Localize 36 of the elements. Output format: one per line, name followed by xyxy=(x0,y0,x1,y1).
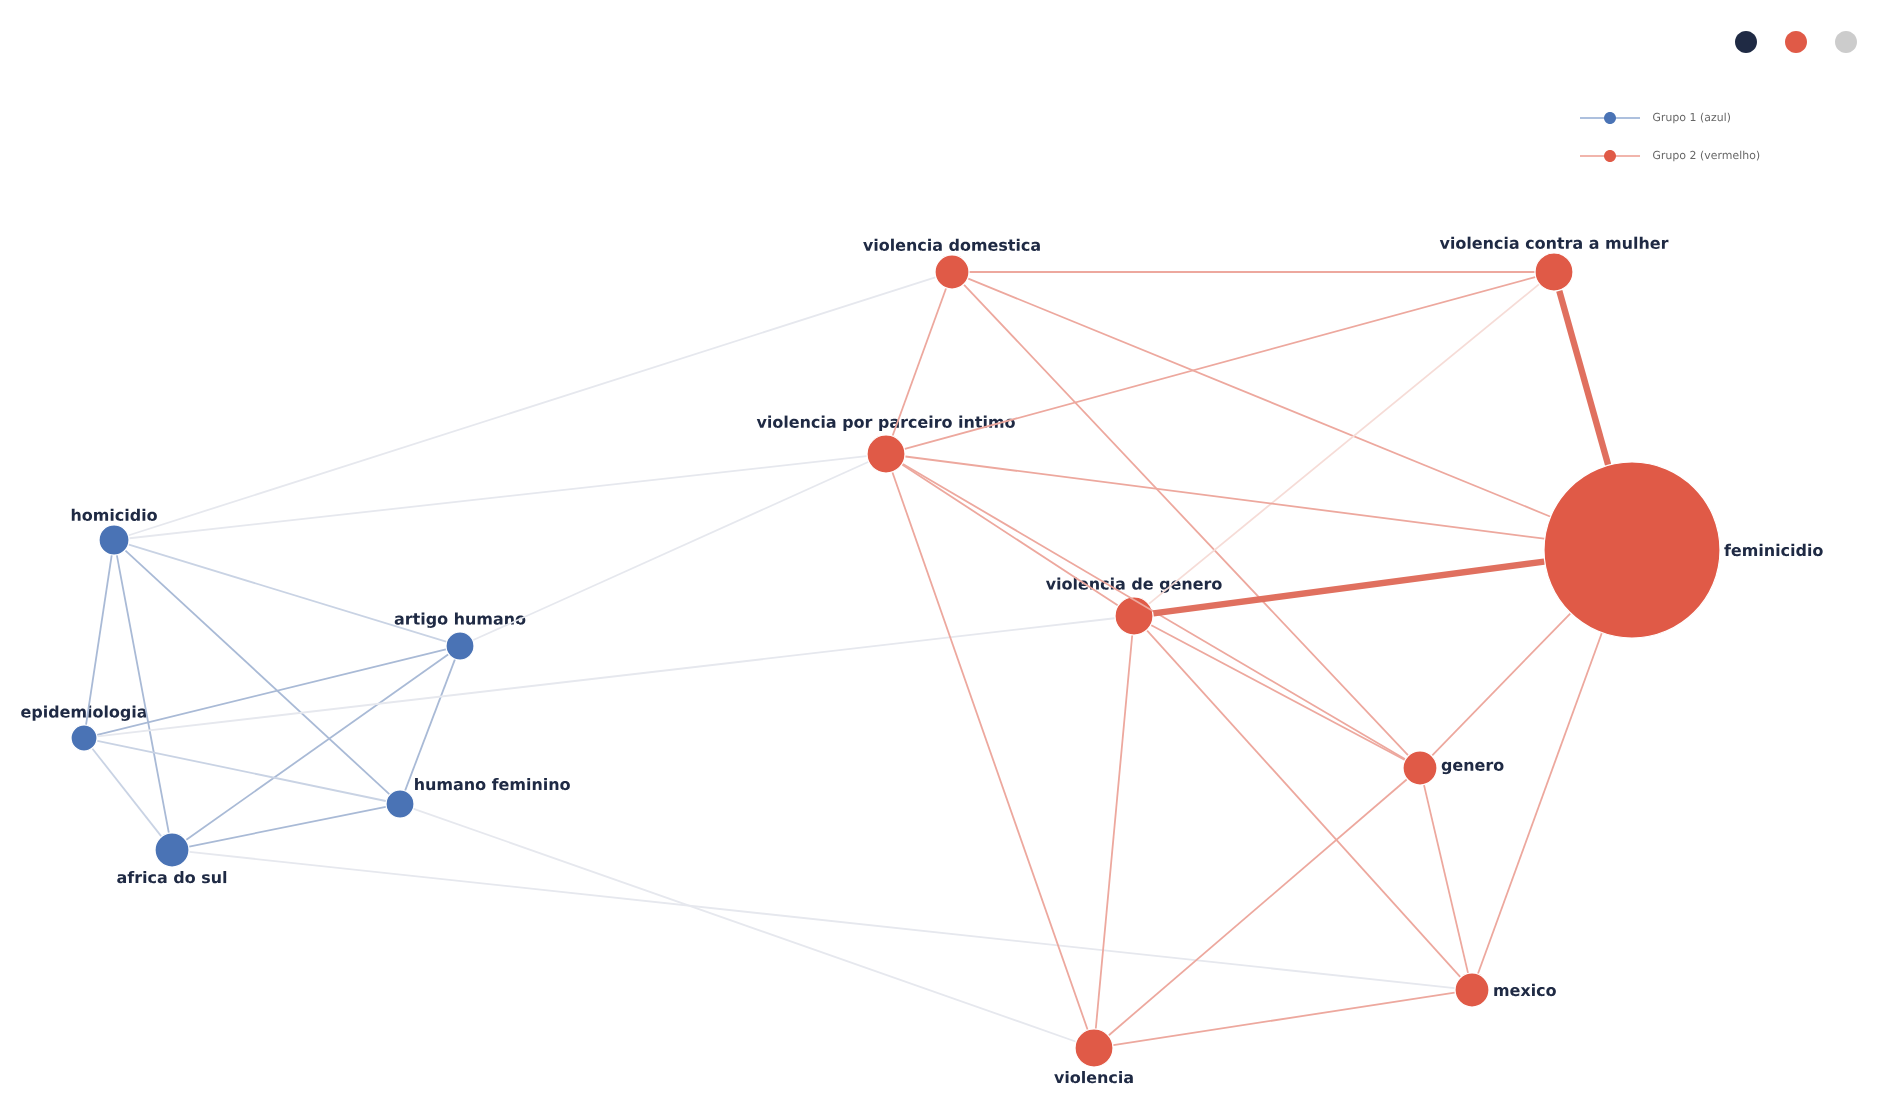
link-line xyxy=(904,276,1536,450)
link-line xyxy=(404,658,456,792)
link-line xyxy=(1146,629,1462,978)
link-line xyxy=(1148,283,1540,605)
link-line xyxy=(96,648,447,736)
link-line xyxy=(128,543,447,643)
link-line xyxy=(85,554,113,726)
link-line xyxy=(891,471,1089,1031)
link-line xyxy=(1153,558,1545,617)
link-line xyxy=(967,277,1551,518)
link-line xyxy=(1112,991,1456,1046)
link-line xyxy=(891,287,947,437)
link-line xyxy=(1477,632,1603,975)
link-line xyxy=(188,805,387,848)
link-line xyxy=(1108,778,1408,1037)
link-line xyxy=(128,455,868,540)
link-line xyxy=(96,617,1116,738)
link-line xyxy=(116,554,170,834)
link-line xyxy=(901,463,1119,607)
link-line xyxy=(902,463,1406,760)
link-line xyxy=(472,461,870,641)
link-line xyxy=(91,747,163,838)
link-line xyxy=(1423,784,1469,974)
link-line xyxy=(1556,290,1612,466)
link-line xyxy=(185,653,449,841)
link-line xyxy=(188,850,1456,989)
link-line xyxy=(96,739,387,802)
link-line xyxy=(968,271,1536,273)
link-line xyxy=(1150,624,1406,761)
link-line xyxy=(412,807,1077,1043)
link-line xyxy=(1431,612,1572,757)
link-line xyxy=(904,455,1546,540)
link-line xyxy=(124,549,391,795)
link-line xyxy=(963,283,1409,757)
link-line xyxy=(1094,634,1134,1030)
link-line xyxy=(128,276,937,537)
